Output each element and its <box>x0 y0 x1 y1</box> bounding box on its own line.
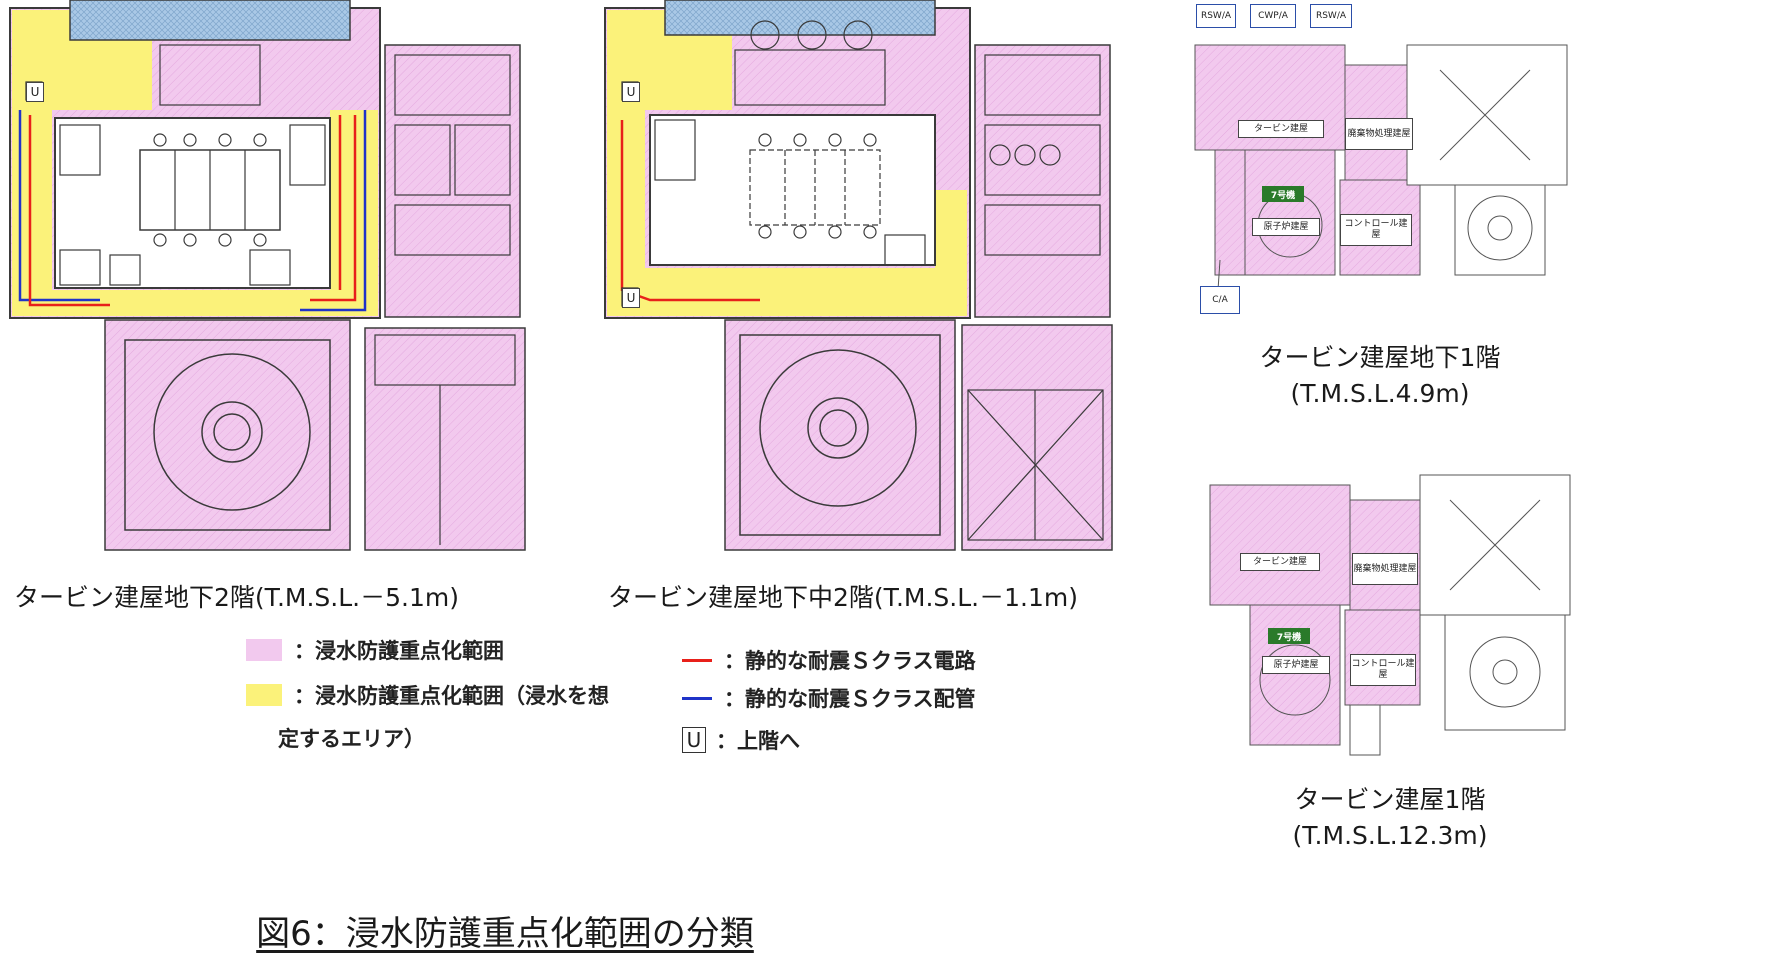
bm2-caption: タービン建屋地下中2階(T.M.S.L.－1.1m) <box>608 583 1078 612</box>
legend-blue-label: ：静的な耐震Ｓクラス配管 <box>724 687 976 711</box>
b2-control-pink <box>364 327 526 551</box>
legend-up: U ：上階へ <box>682 725 800 755</box>
up-symbol: U <box>682 727 706 753</box>
b1-waste-label: 廃棄物処理建屋 <box>1345 118 1413 150</box>
rsw-a-tag-right: RSW/A <box>1310 4 1352 28</box>
legend-red-label: ：静的な耐震Ｓクラス電路 <box>724 649 976 673</box>
red-line-swatch <box>682 658 712 662</box>
bm2-waste-pink <box>974 44 1111 318</box>
figure-title: 図6：浸水防護重点化範囲の分類 <box>0 906 1010 955</box>
bm2-up-marker: U <box>622 82 640 102</box>
b2-red-cable <box>28 115 357 307</box>
bm2-yellow-right <box>935 190 967 310</box>
rsw-a-tag-left: RSW/A <box>1196 4 1236 28</box>
b2-water-tank <box>69 0 351 41</box>
bm2-water-tank <box>664 0 936 36</box>
legend-blue: ：静的な耐震Ｓクラス配管 <box>682 683 976 713</box>
pink-swatch <box>246 639 282 661</box>
plan-bm2 <box>604 0 1113 551</box>
b2-caption: タービン建屋地下2階(T.M.S.L.－5.1m) <box>14 583 459 612</box>
plan-b2 <box>9 0 526 551</box>
legend-yellow-label: ：浸水防護重点化範囲（浸水を想 <box>294 684 609 708</box>
cwp-a-tag: CWP/A <box>1250 4 1296 28</box>
b1-control-label: コントロール建屋 <box>1340 214 1412 246</box>
f1-waste-label: 廃棄物処理建屋 <box>1352 553 1418 585</box>
legend-up-label: ：上階へ <box>716 729 800 753</box>
keymap-f1 <box>1209 474 1571 756</box>
legend-yellow-label-2: 定するエリア） <box>278 727 425 751</box>
b2-up-marker: U <box>26 82 44 102</box>
figure-title-text: 図6：浸水防護重点化範囲の分類 <box>256 914 754 954</box>
b2-blue-pipe <box>18 110 367 312</box>
f1-reactor-pink <box>1249 604 1341 746</box>
legend-pink: ：浸水防護重点化範囲 <box>246 635 504 665</box>
f1-turbine-label: タービン建屋 <box>1240 553 1320 571</box>
bm2-yellow-bottom <box>607 268 967 316</box>
bm2-up-marker-lower: U <box>622 288 640 308</box>
b1-caption-line2: (T.M.S.L.4.9m) <box>1290 379 1470 408</box>
legend-pink-label: ：浸水防護重点化範囲 <box>294 639 504 663</box>
b1-caption-line1: タービン建屋地下1階 <box>1259 343 1501 372</box>
b1-unit-badge: 7号機 <box>1262 186 1304 202</box>
legend-red: ：静的な耐震Ｓクラス電路 <box>682 645 976 675</box>
bm2-reactor-pink <box>724 319 956 551</box>
bm2-control-pink <box>961 324 1113 551</box>
keymap-b1 <box>1194 44 1568 291</box>
b2-waste-pink <box>384 44 521 318</box>
legend-yellow-cont: 定するエリア） <box>278 723 425 753</box>
b1-caption: タービン建屋地下1階 (T.M.S.L.4.9m) <box>1230 340 1530 412</box>
b1-reactor-pink <box>1244 149 1336 276</box>
b1-turbine-label: タービン建屋 <box>1238 120 1324 138</box>
b2-yellow-left <box>12 110 52 315</box>
b2-yellow-bottom <box>12 290 378 316</box>
yellow-swatch <box>246 684 282 706</box>
f1-turbine-pink <box>1209 484 1351 606</box>
f1-control-label: コントロール建屋 <box>1350 654 1416 686</box>
b1-reactor-label: 原子炉建屋 <box>1252 218 1320 236</box>
blue-line-swatch <box>682 696 712 700</box>
f1-reactor-label: 原子炉建屋 <box>1262 656 1330 674</box>
f1-caption-line2: (T.M.S.L.12.3m) <box>1292 821 1488 850</box>
legend-yellow: ：浸水防護重点化範囲（浸水を想 <box>246 680 609 710</box>
b2-reactor-pink <box>104 319 351 551</box>
f1-caption-line1: タービン建屋1階 <box>1294 785 1486 814</box>
f1-caption: タービン建屋1階 (T.M.S.L.12.3m) <box>1245 782 1535 854</box>
bm2-hall <box>649 114 936 266</box>
c-a-tag: C/A <box>1200 286 1240 314</box>
b1-left-pink <box>1214 149 1246 276</box>
f1-unit-badge: 7号機 <box>1268 628 1310 644</box>
